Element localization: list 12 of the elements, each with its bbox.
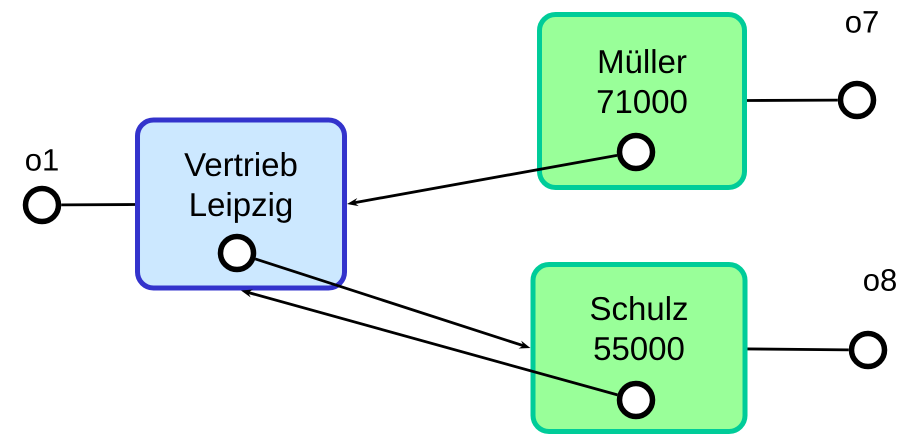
port-circle <box>838 80 876 120</box>
port-circle <box>848 330 888 370</box>
process-box: Schulz 55000 <box>530 262 748 434</box>
process-box: Vertrieb Leipzig <box>135 118 347 290</box>
port-label: o8 <box>864 269 896 291</box>
port-circle <box>22 186 62 224</box>
port-circle <box>616 132 656 172</box>
port-label: o7 <box>846 11 878 33</box>
process-box: Müller 71000 <box>537 12 747 190</box>
port-circle <box>616 380 656 420</box>
port-circle <box>218 234 256 272</box>
port-label: o1 <box>26 149 58 171</box>
